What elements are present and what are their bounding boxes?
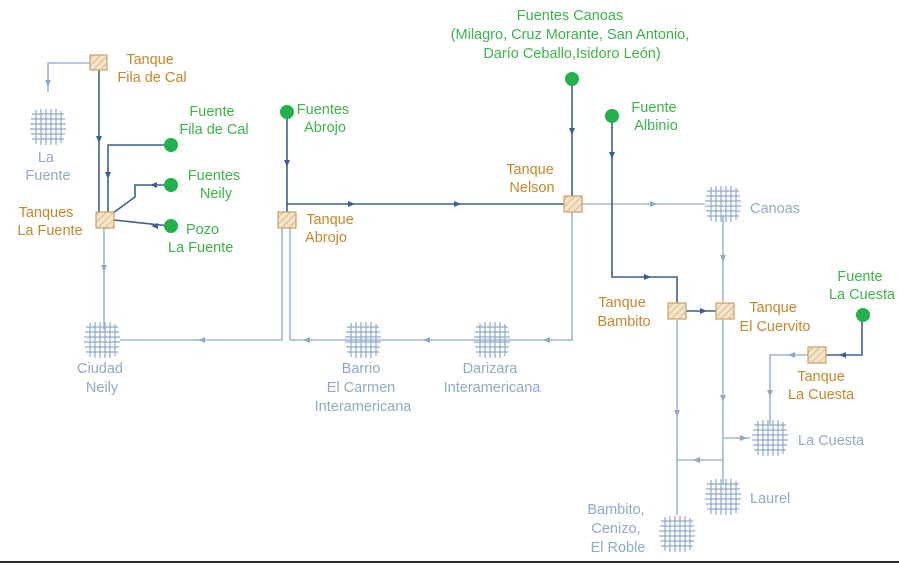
arrow xyxy=(569,128,575,135)
arrow xyxy=(644,274,651,280)
label-tanques-la-fuente: Tanques La Fuente xyxy=(17,205,82,239)
arrow xyxy=(609,152,615,159)
pipe-filacal-lafuente xyxy=(47,62,90,92)
flow-arrows-light xyxy=(45,80,795,463)
arrow xyxy=(284,160,290,167)
label-fuente-fila-de-cal: Fuente Fila de Cal xyxy=(179,104,248,138)
label-tanque-la-cuesta: Tanque La Cuesta xyxy=(788,369,855,403)
arrow xyxy=(198,337,205,343)
communities xyxy=(29,108,789,553)
tank-la-fuente xyxy=(95,211,115,229)
pipe-fuente-filacal xyxy=(107,144,170,212)
pipe-nelson-darizara xyxy=(290,212,573,341)
label-pozo-la-fuente: Pozo La Fuente xyxy=(168,222,233,256)
arrow xyxy=(96,136,102,143)
label-tanque-nelson: Tanque Nelson xyxy=(506,162,558,196)
arrow xyxy=(767,390,773,397)
source-fuentes-abrojo xyxy=(280,105,294,119)
tank-fila-de-cal xyxy=(89,54,108,71)
label-tanque-bambito: Tanque Bambito xyxy=(597,295,650,330)
label-darizara: Darizara Interamericana xyxy=(444,361,542,396)
arrow xyxy=(839,352,846,358)
source-fuentes-neily xyxy=(164,178,178,192)
arrow xyxy=(720,395,726,402)
tanks xyxy=(89,54,827,364)
arrow xyxy=(348,201,355,207)
arrow xyxy=(45,80,51,87)
pipes xyxy=(47,62,863,515)
arrow xyxy=(650,201,657,207)
community-ciudad-neily-icon xyxy=(83,321,121,359)
arrow xyxy=(788,352,795,358)
label-tanque-fila-de-cal: Tanque Fila de Cal xyxy=(117,52,186,86)
source-fuente-albinio xyxy=(605,109,619,123)
community-la-cuesta-icon xyxy=(751,419,789,457)
tank-el-cuervito xyxy=(715,302,735,320)
tank-la-cuesta xyxy=(807,346,827,364)
arrow xyxy=(151,223,158,229)
community-bambito-icon xyxy=(658,515,696,553)
label-fuente-la-cuesta: Fuente La Cuesta xyxy=(829,269,896,303)
arrow xyxy=(674,410,680,417)
label-fuentes-abrojo: Fuentes Abrojo xyxy=(297,102,353,136)
label-la-cuesta: La Cuesta xyxy=(798,433,865,449)
arrow xyxy=(454,201,461,207)
source-fuente-fila-de-cal xyxy=(164,138,178,152)
tank-abrojo xyxy=(277,211,297,229)
arrow xyxy=(740,435,747,441)
community-la-fuente-icon xyxy=(29,108,67,146)
community-laurel-icon xyxy=(704,478,742,516)
arrow xyxy=(423,337,430,343)
pipe-pozo xyxy=(113,219,171,227)
pipe-tanque-lacuesta xyxy=(769,354,808,425)
arrow xyxy=(693,457,700,463)
pipe-fuentes-neily xyxy=(112,184,170,214)
tank-bambito xyxy=(667,302,687,320)
label-fuente-albinio: Fuente Albinio xyxy=(631,100,680,134)
label-ciudad-neily: Ciudad Neily xyxy=(77,361,127,396)
arrow xyxy=(303,337,310,343)
label-tanque-abrojo: Tanque Abrojo xyxy=(305,212,358,246)
label-tanque-el-cuervito: Tanque El Cuervito xyxy=(740,300,811,335)
tank-nelson xyxy=(563,195,583,213)
source-pozo-la-fuente xyxy=(164,219,178,233)
bottom-rule xyxy=(0,561,899,563)
arrow xyxy=(700,308,707,314)
flow-arrows xyxy=(96,128,846,358)
labels: Tanque Fila de Cal La Fuente Fuente Fila… xyxy=(17,8,896,556)
pipe-fuente-lacuesta xyxy=(826,316,863,356)
sources xyxy=(164,72,870,322)
arrow xyxy=(105,172,111,179)
arrow xyxy=(543,337,550,343)
label-barrio-el-carmen: Barrio El Carmen Interamericana xyxy=(315,361,413,415)
arrow xyxy=(150,182,157,188)
arrow xyxy=(101,265,107,272)
source-fuentes-canoas xyxy=(565,72,579,86)
label-laurel: Laurel xyxy=(750,491,790,507)
arrow xyxy=(720,255,726,262)
source-fuente-la-cuesta xyxy=(856,308,870,322)
label-canoas: Canoas xyxy=(750,201,800,217)
label-fuentes-canoas: Fuentes Canoas (Milagro, Cruz Morante, S… xyxy=(451,8,694,62)
pipe-abrojo-ciudad xyxy=(120,228,283,341)
label-fuentes-neily: Fuentes Neily xyxy=(188,168,244,202)
label-bambito-cenizo-el-roble: Bambito, Cenizo, El Roble xyxy=(587,502,648,556)
label-la-fuente: La Fuente xyxy=(25,150,70,184)
